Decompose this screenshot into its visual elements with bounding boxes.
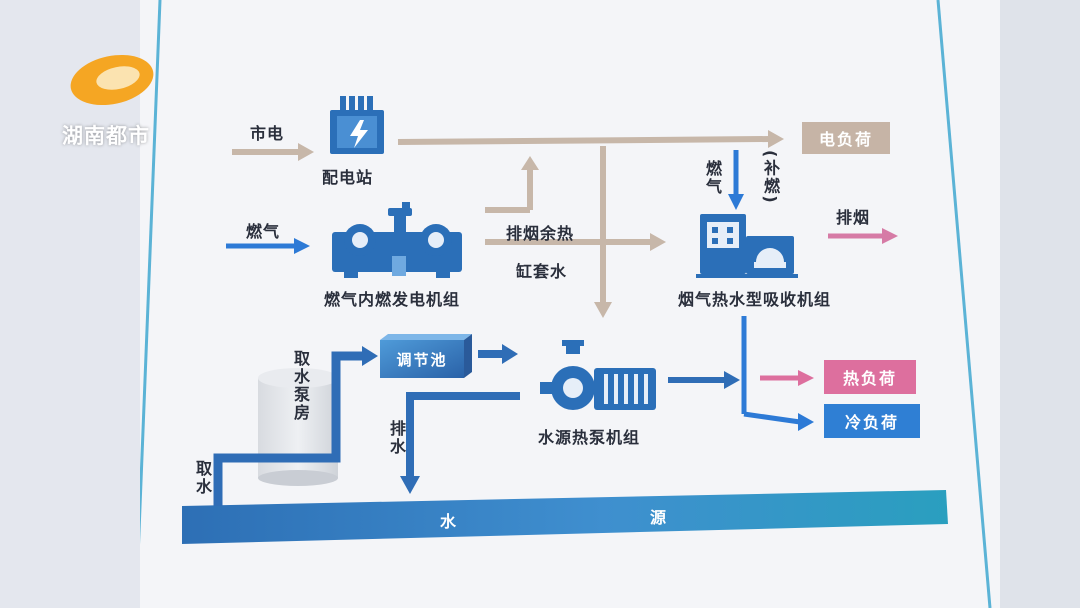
gas-arrowheads <box>294 194 744 254</box>
absorption-output-lines <box>741 316 801 425</box>
board-frame-right <box>936 0 992 608</box>
water-intake-label: 取水 <box>193 460 212 496</box>
cold-load-box: 冷负荷 <box>824 404 920 438</box>
water-source-river <box>182 490 948 544</box>
power-arrowheads <box>298 130 784 318</box>
gas-lines <box>226 150 739 249</box>
pool-to-pump-arrowhead <box>502 344 518 364</box>
exhaust-out-label: 排烟 <box>836 208 871 227</box>
jacket-water-label: 缸套水 <box>516 262 568 281</box>
regulating-pool-icon <box>380 334 472 378</box>
gas-in-label: 燃气 <box>246 222 281 241</box>
logo-mark <box>70 54 154 106</box>
regulating-pool-label: 调节池 <box>396 350 448 369</box>
supplement-label: (补燃) <box>761 150 780 205</box>
board-right-edge <box>1000 0 1080 608</box>
heat-load-box: 热负荷 <box>824 360 916 394</box>
drainage-arrowhead <box>400 476 420 494</box>
logo-text: 湖南都市 <box>62 124 150 148</box>
substation-label: 配电站 <box>322 168 374 187</box>
water-source-right-label: 源 <box>650 508 668 527</box>
pump-output-arrowhead <box>724 371 740 389</box>
gas-engine-label: 燃气内燃发电机组 <box>324 290 461 309</box>
intake-pipe <box>213 351 366 506</box>
heat-pump-unit-label: 水源热泵机组 <box>538 428 641 447</box>
exhaust-line <box>828 228 898 244</box>
drainage-pipe <box>406 392 520 478</box>
drainage-label: 排水 <box>387 420 406 456</box>
cold-arrowhead <box>798 413 814 431</box>
gas-engine-icon <box>332 202 462 278</box>
city-power-label: 市电 <box>250 124 285 143</box>
substation-icon <box>330 96 384 154</box>
absorption-unit-icon <box>696 214 798 278</box>
heat-arrowhead <box>798 370 814 386</box>
intake-arrowhead <box>362 346 378 366</box>
absorption-unit-label: 烟气热水型吸收机组 <box>678 290 832 309</box>
heat-pump-icon <box>540 340 656 410</box>
power-lines <box>232 136 771 304</box>
gas-side-label: 燃气 <box>703 160 722 196</box>
exhaust-heat-label: 排烟余热 <box>506 224 575 243</box>
intake-pump-house-label: 取水泵房 <box>291 350 310 422</box>
electric-load-box: 电负荷 <box>802 122 890 154</box>
water-source-left-label: 水 <box>440 512 458 531</box>
